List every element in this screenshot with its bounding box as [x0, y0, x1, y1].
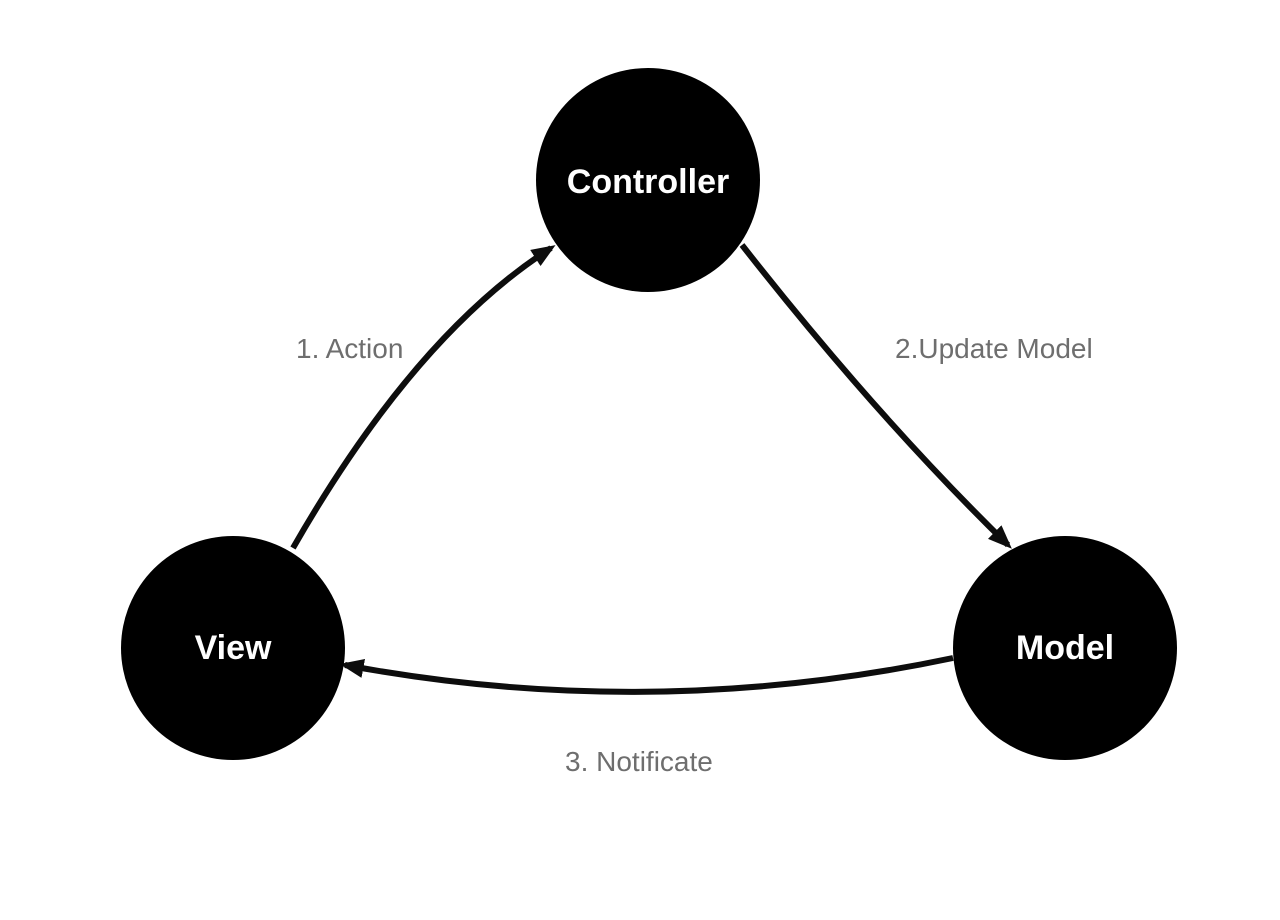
node-label-model: Model: [1016, 629, 1114, 667]
edge-view-to-controller-arrow: [290, 245, 556, 550]
node-label-controller: Controller: [567, 163, 729, 201]
edge-label-update-model: 2.Update Model: [895, 333, 1093, 364]
node-label-view: View: [195, 629, 272, 667]
edge-label-notificate: 3. Notificate: [565, 746, 713, 777]
edge-label-action: 1. Action: [296, 333, 403, 364]
node-model: [953, 536, 1177, 760]
node-view: [121, 536, 345, 760]
edge-controller-to-model-arrow: [739, 243, 1012, 549]
edge-model-to-view-arrow: [339, 655, 954, 695]
node-controller: [536, 68, 760, 292]
